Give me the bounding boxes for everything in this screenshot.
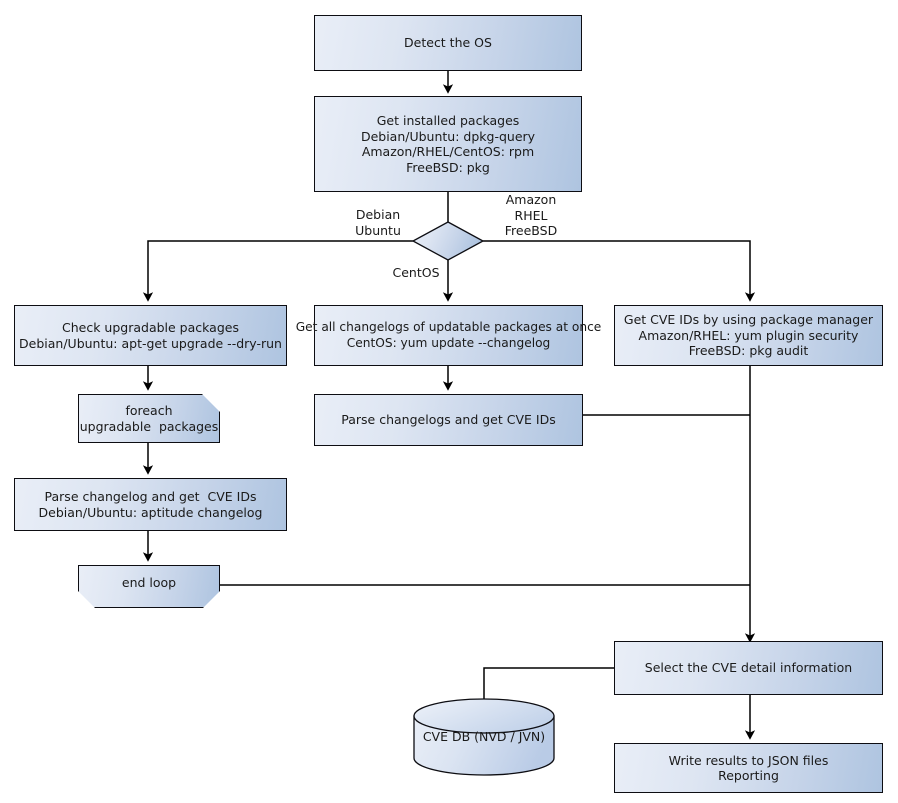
edge-label-centos: CentOS bbox=[392, 265, 440, 280]
node-detect-os-label: Detect the OS bbox=[404, 35, 492, 51]
node-parse-changelogs-centos-label: Parse changelogs and get CVE IDs bbox=[341, 412, 556, 428]
node-check-upgradable-packages[interactable]: Check upgradable packages Debian/Ubuntu:… bbox=[14, 305, 287, 366]
node-get-cve-ids-package-manager-label: Get CVE IDs by using package manager Ama… bbox=[623, 312, 874, 359]
node-foreach-loop-start[interactable]: foreach upgradable packages bbox=[78, 394, 220, 443]
node-foreach-loop-start-label: foreach upgradable packages bbox=[79, 403, 219, 434]
node-detect-os[interactable]: Detect the OS bbox=[314, 15, 582, 71]
node-write-results[interactable]: Write results to JSON files Reporting bbox=[614, 743, 883, 793]
os-decision-diamond bbox=[411, 221, 485, 261]
node-select-cve-detail[interactable]: Select the CVE detail information bbox=[614, 641, 883, 695]
node-end-loop[interactable]: end loop bbox=[78, 565, 220, 608]
node-get-all-changelogs-label: Get all changelogs of updatable packages… bbox=[295, 320, 602, 350]
edge-label-amazon-rhel-freebsd: Amazon RHEL FreeBSD bbox=[504, 192, 558, 238]
node-cve-db-label: CVE DB (NVD / JVN) bbox=[422, 729, 546, 744]
node-select-cve-detail-label: Select the CVE detail information bbox=[644, 660, 853, 676]
cve-db-cylinder bbox=[413, 698, 555, 776]
node-get-installed-packages[interactable]: Get installed packages Debian/Ubuntu: dp… bbox=[314, 96, 582, 192]
node-write-results-label: Write results to JSON files Reporting bbox=[668, 752, 829, 784]
node-check-upgradable-packages-label: Check upgradable packages Debian/Ubuntu:… bbox=[19, 320, 282, 351]
node-parse-changelogs-centos[interactable]: Parse changelogs and get CVE IDs bbox=[314, 394, 583, 446]
node-get-cve-ids-package-manager[interactable]: Get CVE IDs by using package manager Ama… bbox=[614, 305, 883, 366]
node-parse-changelog-debian-label: Parse changelog and get CVE IDs Debian/U… bbox=[38, 489, 263, 520]
edge-label-debian-ubuntu: Debian Ubuntu bbox=[355, 207, 401, 238]
node-get-installed-packages-label: Get installed packages Debian/Ubuntu: dp… bbox=[360, 113, 536, 175]
node-parse-changelog-debian[interactable]: Parse changelog and get CVE IDs Debian/U… bbox=[14, 478, 287, 531]
node-end-loop-label: end loop bbox=[121, 574, 177, 590]
node-get-all-changelogs[interactable]: Get all changelogs of updatable packages… bbox=[296, 305, 601, 366]
